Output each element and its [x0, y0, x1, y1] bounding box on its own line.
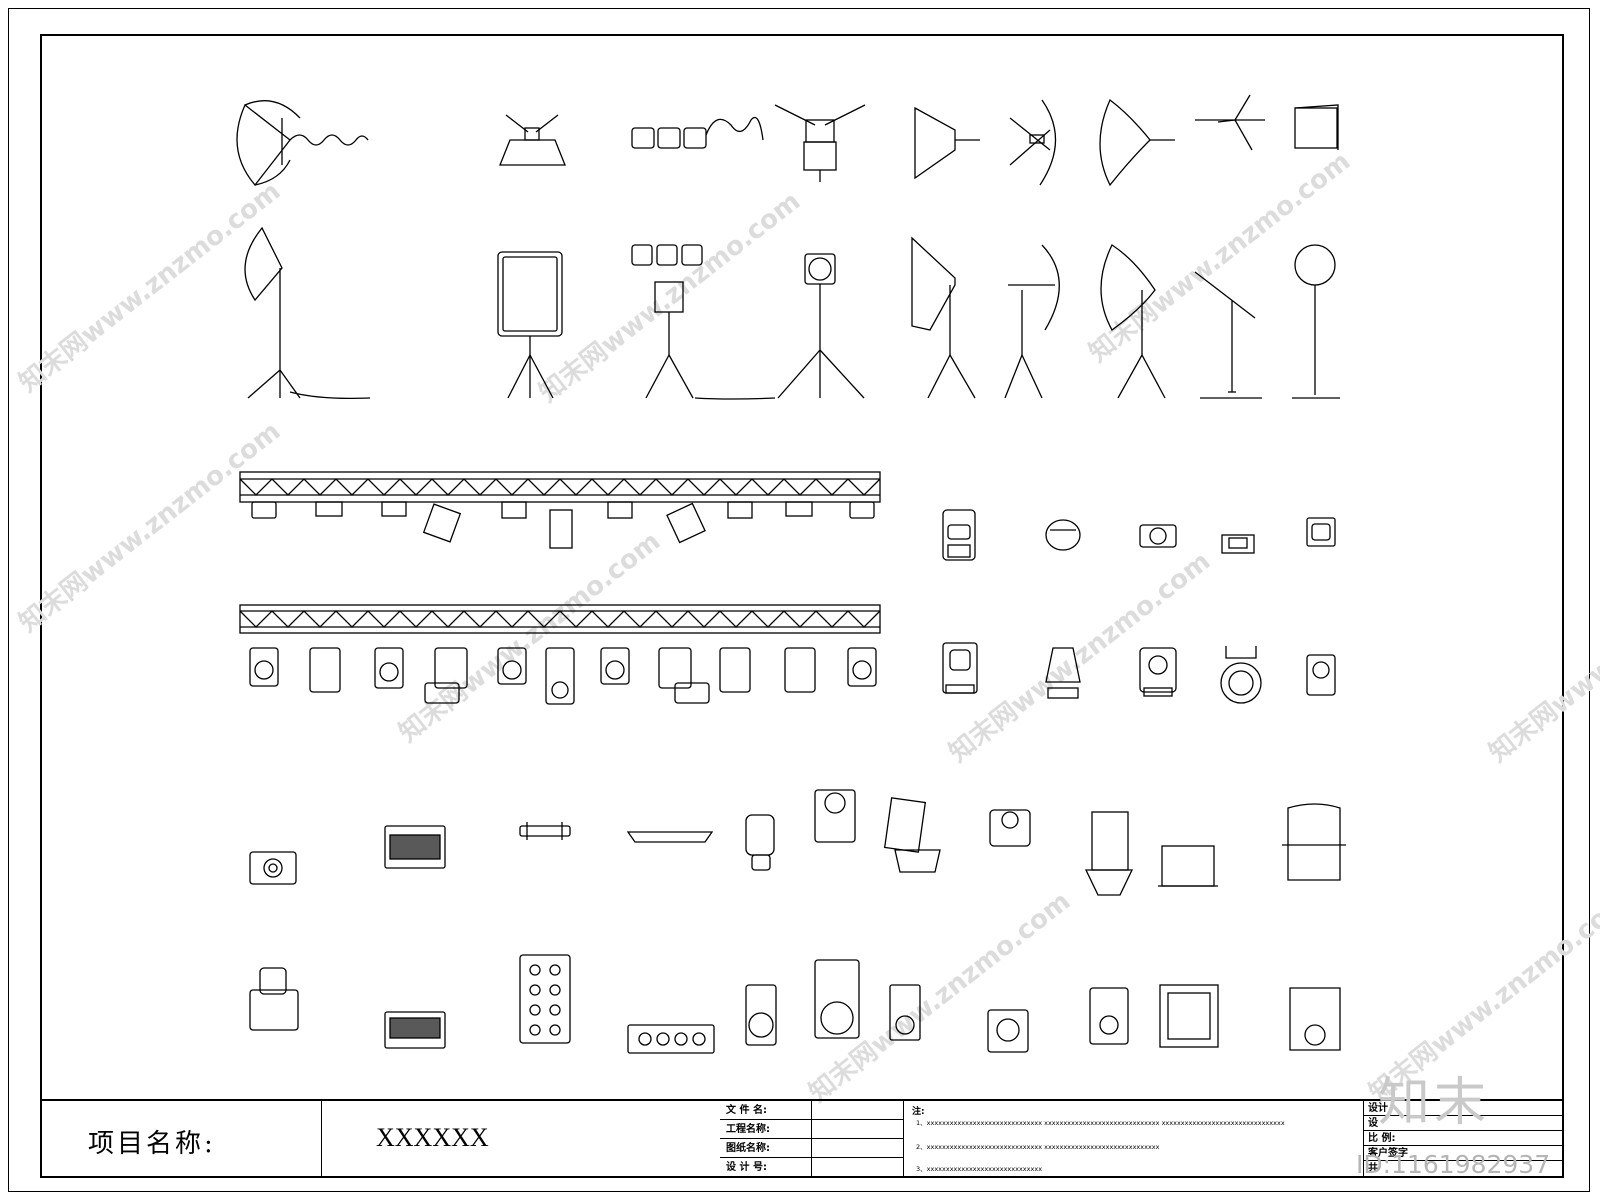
- notes-label: 注:: [912, 1107, 925, 1117]
- top-spot-icon: [774, 104, 866, 182]
- umbrella-light-stand-icon: [1004, 244, 1060, 399]
- field-value-row: [812, 1101, 903, 1120]
- boom-stand-icon: [1194, 271, 1262, 399]
- title-block: 项目名称: XXXXXX 文 件 名: 工程名称: 图纸名称: 设 计 号: 注…: [40, 1099, 1564, 1178]
- note-line: 3、xxxxxxxxxxxxxxxxxxxxxxxxxxxxxx: [916, 1165, 1043, 1173]
- signature-cell: 设计 设 比 例: 客户签字 共: [1364, 1101, 1564, 1178]
- id-watermark: ID:1161982937: [1356, 1150, 1551, 1179]
- umbrella-light-icon: [236, 100, 369, 187]
- field-project-name: 工程名称:: [720, 1120, 811, 1139]
- triple-head-stand-icon: [631, 244, 776, 400]
- sig-row-client-sign: 客户签字: [1364, 1146, 1564, 1161]
- note-line: 1、xxxxxxxxxxxxxxxxxxxxxxxxxxxxxx xxxxxxx…: [916, 1119, 1285, 1127]
- sig-row-scale: 比 例:: [1364, 1131, 1564, 1146]
- reflector-panel-icon: [1294, 104, 1339, 150]
- reflector-board-stand-icon: [497, 251, 563, 399]
- moving-heads-row-1-icon: [942, 509, 1336, 561]
- project-name-label: 项目名称:: [88, 1129, 216, 1159]
- notes-cell: 注: 1、xxxxxxxxxxxxxxxxxxxxxxxxxxxxxx xxxx…: [904, 1101, 1364, 1178]
- sig-row-total: 共: [1368, 1163, 1378, 1174]
- file-info-cell: [322, 1101, 720, 1178]
- field-value-row: [812, 1139, 903, 1158]
- truss-2-icon: [239, 604, 881, 705]
- softbox-stand-icon: [911, 236, 976, 399]
- stage-fixtures-row-1-icon: [249, 789, 1346, 896]
- sheet-inner-frame: [40, 34, 1564, 1178]
- project-name-cell: 项目名称:: [40, 1101, 322, 1178]
- triple-spot-cluster-icon: [631, 116, 764, 149]
- fresnel-stand-icon: [777, 253, 865, 399]
- boom-tripod-icon: [1195, 94, 1265, 151]
- umbrella-double-icon: [1009, 99, 1057, 186]
- field-value-row: [812, 1158, 903, 1177]
- umbrella-stand-icon: [244, 226, 371, 400]
- sig-row-design: 设计: [1364, 1101, 1564, 1116]
- brand-watermark: 知末: [1378, 1073, 1491, 1133]
- softbox-icon: [914, 106, 980, 180]
- umbrella-stand-2-icon: [1100, 244, 1166, 399]
- moving-heads-row-2-icon: [942, 642, 1336, 704]
- field-file-name: 文 件 名:: [720, 1101, 811, 1120]
- field-value-row: [812, 1120, 903, 1139]
- round-reflector-stand-icon: [1292, 244, 1340, 399]
- fields-cell: 文 件 名: 工程名称: 图纸名称: 设 计 号:: [720, 1101, 812, 1178]
- note-line: 2、xxxxxxxxxxxxxxxxxxxxxxxxxxxxxx xxxxxxx…: [916, 1143, 1160, 1151]
- umbrella-side-icon: [1099, 98, 1175, 187]
- truss-1-icon: [239, 471, 881, 549]
- field-drawing-name: 图纸名称:: [720, 1139, 811, 1158]
- base-stand-icon: [499, 114, 566, 166]
- field-design-number: 设 计 号:: [726, 1162, 767, 1173]
- project-name-value: XXXXXX: [376, 1123, 489, 1152]
- field-values-cell: [812, 1101, 904, 1178]
- sheet-outer-frame: [8, 8, 1590, 1192]
- sig-row-designer: 设: [1364, 1116, 1564, 1131]
- stage-fixtures-row-2-icon: [249, 954, 1341, 1054]
